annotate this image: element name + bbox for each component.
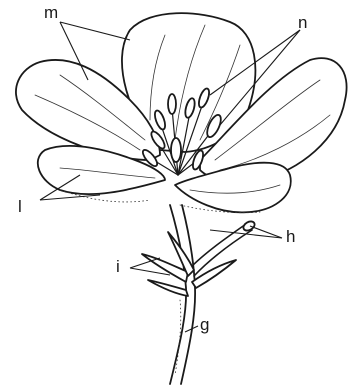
label-n: n <box>298 13 307 32</box>
petals <box>16 13 347 213</box>
label-g: g <box>200 315 209 334</box>
label-i: i <box>116 257 120 276</box>
label-m: m <box>44 3 58 22</box>
label-h: h <box>286 227 295 246</box>
label-l: l <box>18 197 22 216</box>
